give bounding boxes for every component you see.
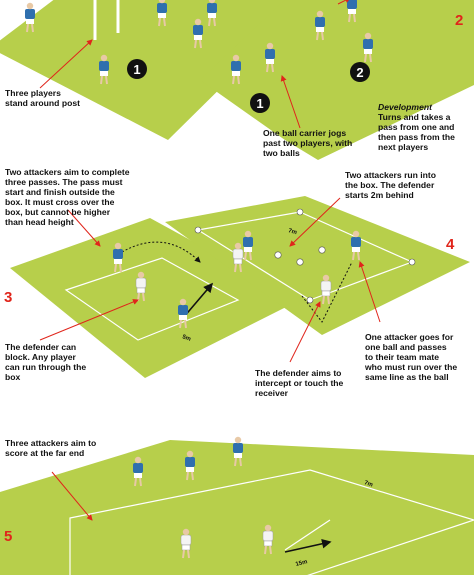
player-blue: [193, 18, 203, 49]
player-blue: [243, 230, 253, 261]
arrow-drill5: [51, 471, 93, 521]
drill2-development: Development Turns and takes a pass from …: [378, 102, 455, 152]
drill4-defender-note: The defender aims to intercept or touch …: [255, 368, 344, 398]
drill2-badge-two: 2: [350, 62, 370, 82]
drill4-panel: [165, 196, 470, 335]
drill1-caption: Three players stand around post: [5, 88, 80, 108]
drill2-carrier-caption: One ball carrier jogs past two players, …: [263, 128, 353, 158]
player-blue: [351, 230, 361, 261]
arrow-drill4-attackers: [289, 197, 341, 247]
player-blue: [233, 436, 243, 467]
ball: [318, 246, 326, 254]
player-blue: [113, 242, 123, 273]
player-white: [262, 524, 274, 555]
player-blue: [157, 0, 167, 27]
drill5-width-label: 7m: [363, 480, 373, 488]
drill3-box: [64, 257, 240, 341]
arrow-drill2-carrier: [280, 75, 301, 129]
player-blue: [207, 0, 217, 27]
drill4-pass-path: [301, 261, 353, 323]
player-blue: [133, 456, 143, 487]
drill2-pitch: [200, 0, 474, 160]
drill3-defender-note: The defender can block. Any player can r…: [5, 342, 87, 382]
drill2-badge-one: 1: [250, 93, 270, 113]
player-blue: [185, 450, 195, 481]
arrow-drill4-defender: [289, 301, 321, 363]
drill1-pitch: [0, 0, 310, 140]
drill2-panel: [200, 0, 474, 160]
player-white: [320, 274, 332, 305]
drill5-box: [69, 469, 474, 579]
drill1-badge: 1: [127, 59, 147, 79]
player-white: [232, 242, 244, 273]
drill3-number: 3: [4, 289, 13, 306]
cone: [296, 208, 304, 216]
svg-text:2: 2: [356, 65, 363, 80]
arrow-drill4-pass: [358, 261, 381, 323]
drill5-length-label: 15m: [295, 559, 308, 568]
cone: [408, 258, 416, 266]
drill5-panel: [0, 440, 474, 579]
svg-text:1: 1: [256, 96, 263, 111]
drill5-pitch: [0, 440, 474, 575]
player-white: [180, 528, 192, 559]
drill3-pitch: [10, 218, 300, 378]
drill5-run-arrow: [284, 539, 332, 553]
arrow-drill2-top: [337, 0, 351, 5]
arrow-drill3-defender: [39, 299, 139, 341]
drill1-panel: [0, 0, 310, 140]
player-blue: [231, 54, 241, 85]
player-blue: [363, 32, 373, 63]
cone: [306, 296, 314, 304]
drill5-note: Three attackers aim to score at the far …: [5, 438, 97, 458]
ball: [296, 258, 304, 266]
drill4-attackers-note: Two attackers run into the box. The defe…: [345, 170, 437, 200]
ball: [274, 251, 282, 259]
drill3-pass-path: [121, 241, 201, 263]
drill4-attacker-pass-note: One attacker goes for one ball and passe…: [365, 332, 458, 382]
drill4-pitch: [165, 196, 470, 335]
player-blue: [265, 42, 275, 73]
player-blue: [99, 54, 109, 85]
drill3-distance-label: 5m: [181, 334, 191, 343]
drill2-number: 2: [455, 12, 464, 29]
svg-text:1: 1: [133, 62, 140, 77]
arrow-drill3-instructions: [67, 209, 101, 247]
player-blue: [178, 298, 188, 329]
drill4-distance-label: 7m: [287, 228, 297, 236]
annotation-arrows: [39, 0, 381, 521]
drill5-number: 5: [4, 528, 13, 545]
development-title: Development: [378, 102, 432, 112]
arrow-drill1: [39, 39, 93, 89]
drill3-instructions: Two attackers aim to complete three pass…: [5, 167, 130, 227]
drill5-line: [284, 519, 331, 551]
drill4-number: 4: [446, 236, 455, 253]
player-white: [135, 271, 147, 302]
cone: [194, 226, 202, 234]
player-blue: [25, 2, 35, 33]
player-blue: [315, 10, 325, 41]
